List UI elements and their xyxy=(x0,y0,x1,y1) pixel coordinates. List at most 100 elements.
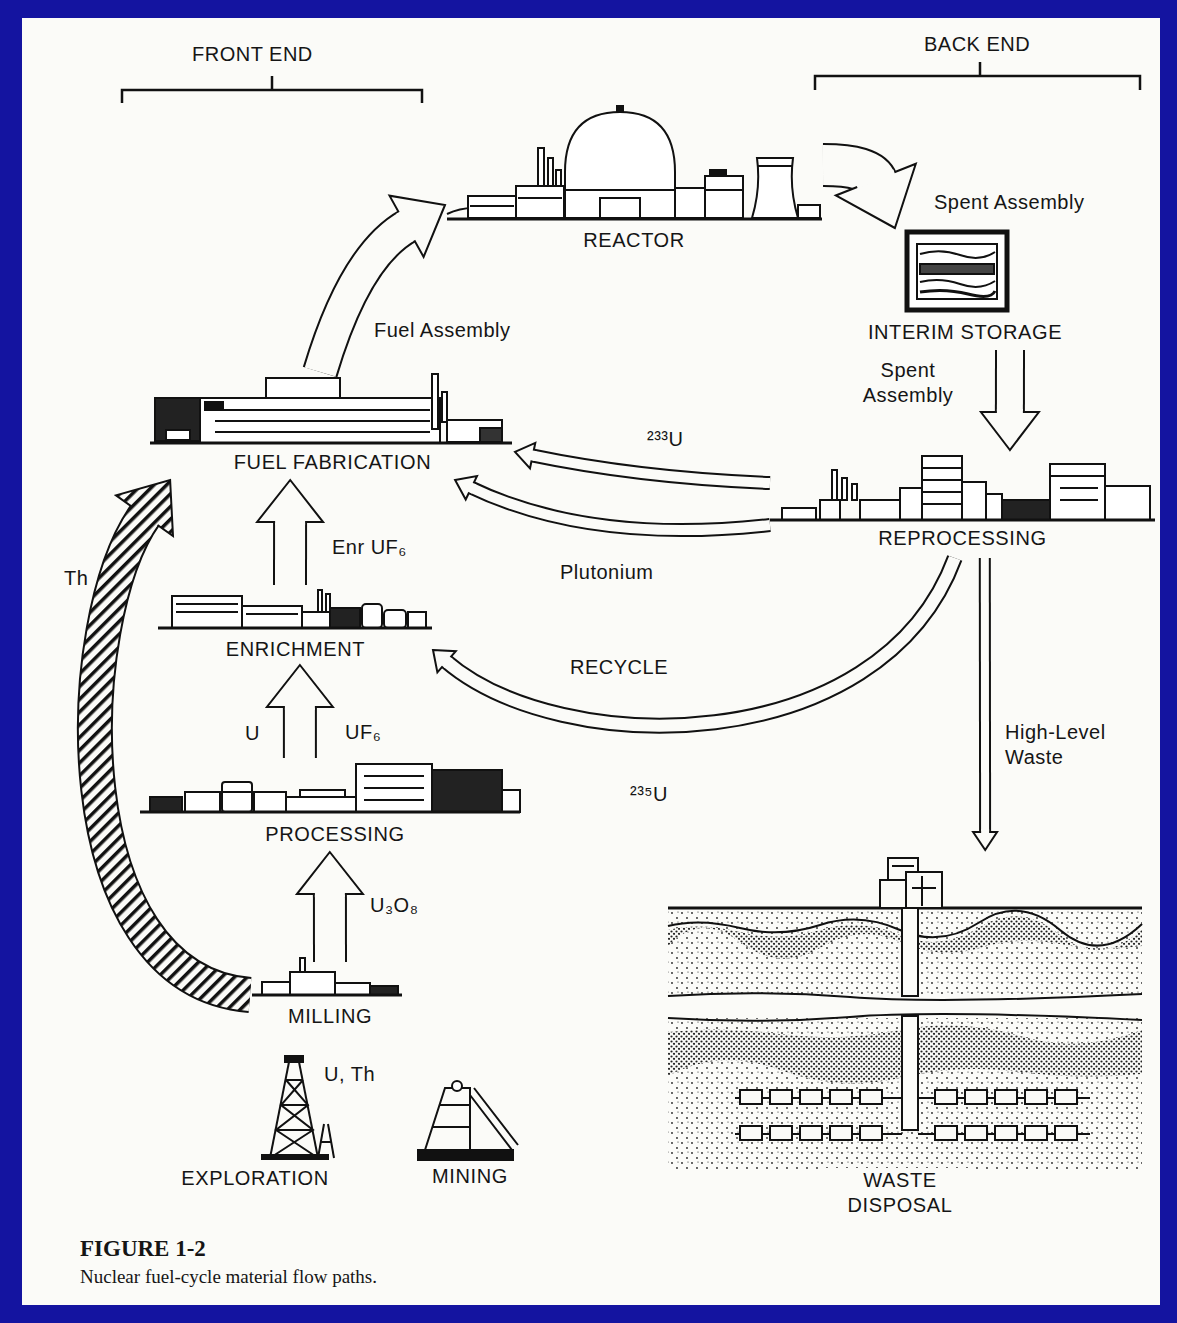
arrow-joint xyxy=(470,487,475,489)
arrow-body xyxy=(445,558,955,726)
figure-caption: Nuclear fuel-cycle material flow paths. xyxy=(80,1266,377,1288)
arrow-outline xyxy=(273,520,307,585)
arrow-label: Th xyxy=(62,566,90,591)
arrow-head xyxy=(455,476,477,499)
arrow-outline xyxy=(470,487,770,530)
enrichment-illustration xyxy=(172,596,242,628)
flow-arrow xyxy=(297,852,363,962)
derrick-illustration xyxy=(276,1129,313,1131)
facility-node: FUEL FABRICATION xyxy=(150,372,515,480)
processing-illustration xyxy=(254,792,286,812)
arrow-body xyxy=(285,705,315,758)
facility-node: INTERIM STORAGE xyxy=(845,228,1085,350)
fabrication-illustration xyxy=(266,378,340,398)
processing-illustration xyxy=(286,797,356,812)
mine-headframe xyxy=(452,1081,462,1091)
reactor-illustration xyxy=(556,170,561,186)
arrow-head xyxy=(973,832,997,850)
processing-illustration xyxy=(222,791,252,793)
arrow-head xyxy=(433,650,456,672)
repository-illustration xyxy=(935,1126,957,1140)
label-holder: PROCESSING xyxy=(150,822,520,847)
flow-label: U, Th xyxy=(322,1062,377,1087)
figure-title: FIGURE 1-2 xyxy=(80,1236,206,1262)
reprocessing-illustration xyxy=(922,456,962,520)
arrow-head xyxy=(116,480,173,536)
repository-illustration xyxy=(770,1126,792,1140)
flow-arrow xyxy=(823,164,916,228)
reactor-illustration xyxy=(710,170,726,176)
reactor-illustration xyxy=(548,158,553,186)
arrow-head xyxy=(515,443,535,468)
fabrication-illustration xyxy=(205,402,223,410)
reactor-illustration xyxy=(565,189,675,191)
fabrication-illustration xyxy=(432,374,438,429)
storage-illustration xyxy=(920,280,995,287)
reactor-illustration xyxy=(675,188,705,218)
fabrication-illustration xyxy=(150,442,512,445)
arrow-body xyxy=(531,455,770,483)
reprocessing-illustration xyxy=(922,491,962,493)
flow-arrow xyxy=(320,196,445,372)
mine-headframe xyxy=(440,1104,470,1106)
enrichment-illustration xyxy=(362,604,382,628)
reprocessing-illustration xyxy=(820,500,840,520)
reprocessing-illustration xyxy=(782,508,816,520)
fabrication-illustration xyxy=(150,374,512,443)
reprocessing-illustration xyxy=(1050,464,1105,520)
enrichment-illustration xyxy=(158,627,432,630)
facility-label: REACTOR xyxy=(581,228,687,253)
repository-illustration xyxy=(921,876,923,906)
arrow-outline xyxy=(995,350,1025,414)
bracket xyxy=(122,62,1140,103)
repository-illustration xyxy=(740,1090,762,1104)
reprocessing-illustration xyxy=(1105,486,1150,520)
facility-label: MILLING xyxy=(286,1004,374,1029)
milling-illustration xyxy=(335,983,370,995)
repository-illustration xyxy=(1055,1126,1077,1140)
bracket xyxy=(815,62,1140,90)
facility-node: REPROCESSING xyxy=(770,450,1155,558)
arrow-outline xyxy=(979,558,991,834)
storage-illustration xyxy=(920,251,995,258)
arrow-label: U₃O₈ xyxy=(368,893,420,918)
flow-arrow xyxy=(257,480,323,585)
label-holder: INTERIM STORAGE xyxy=(845,320,1085,345)
mine-headframe xyxy=(470,1088,518,1150)
flow-label: RECYCLE xyxy=(568,655,670,680)
label-holder: REPROCESSING xyxy=(770,526,1155,551)
repository-illustration xyxy=(880,880,906,908)
reactor-illustration xyxy=(470,205,514,207)
arrow-joint xyxy=(445,661,449,664)
reactor-illustration xyxy=(468,196,516,218)
reactor-illustration xyxy=(516,186,564,218)
flow-arrow xyxy=(973,558,997,850)
arrow-joint xyxy=(981,829,989,834)
arrow-outline xyxy=(283,705,317,758)
arrow-label: UF₆ xyxy=(343,720,383,745)
reprocessing-illustration xyxy=(962,482,986,520)
facility-label: FUEL FABRICATION xyxy=(232,450,433,475)
repository-illustration xyxy=(906,872,942,908)
mine-headframe xyxy=(433,1126,470,1128)
mine-headframe xyxy=(418,1150,513,1160)
bracket xyxy=(122,76,422,103)
facility-label: EXPLORATION xyxy=(179,1166,330,1191)
arrow-outline xyxy=(823,165,877,181)
reprocessing-illustration xyxy=(832,470,837,500)
reprocessing-illustration xyxy=(922,479,962,481)
storage-illustration xyxy=(917,244,997,299)
arrow-head xyxy=(267,665,333,707)
facility-node: PROCESSING xyxy=(150,758,520,852)
facility-label: REPROCESSING xyxy=(876,526,1048,551)
reprocessing-illustration xyxy=(1060,487,1098,489)
reprocessing-illustration xyxy=(770,519,1155,522)
arrow-body xyxy=(315,892,345,962)
processing-illustration xyxy=(185,792,220,812)
enrichment-illustration xyxy=(330,608,360,628)
reprocessing-illustration xyxy=(860,500,900,520)
repository-illustration xyxy=(995,1090,1017,1104)
milling-illustration xyxy=(252,994,402,997)
arrow-head xyxy=(297,852,363,894)
